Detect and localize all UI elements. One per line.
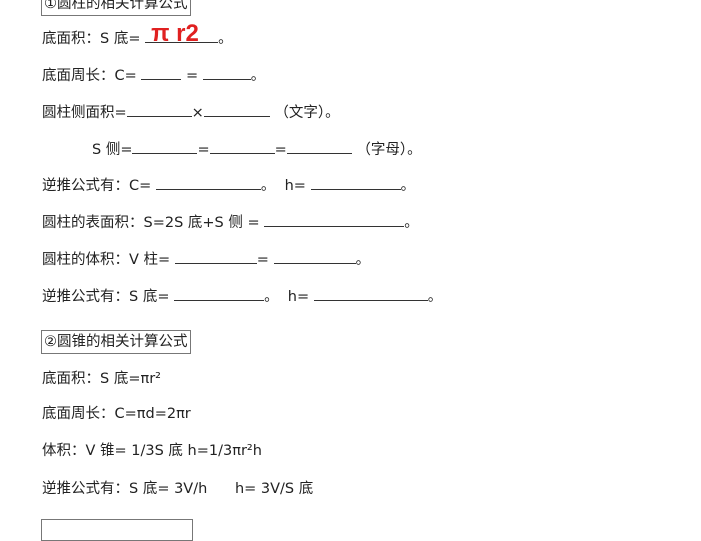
blank <box>155 175 261 190</box>
blank <box>132 139 198 154</box>
base-circumference-line: 底面周长：C= = 。 <box>42 65 265 86</box>
cone-volume: 体积：V 锥= 1/3S 底 h=1/3πr²h <box>42 443 262 459</box>
volume-line: 圆柱的体积：V 柱= = 。 <box>42 249 370 270</box>
blank <box>202 65 251 80</box>
inverse-volume-line: 逆推公式有：S 底= 。 h= 。 <box>42 286 442 307</box>
cone-inverse: 逆推公式有：S 底= 3V/h h= 3V/S 底 <box>42 481 314 497</box>
lateral-area-letters-line: S 侧=== （字母）。 <box>92 139 422 160</box>
lateral-area-words-line: 圆柱侧面积=× （文字）。 <box>42 102 340 123</box>
blank <box>209 139 275 154</box>
surface-area-line: 圆柱的表面积：S=2S 底+S 侧 = 。 <box>42 212 419 233</box>
blank <box>174 249 257 264</box>
handwritten-answer: π r2 <box>151 20 199 47</box>
cone-circumference: 底面周长：C=πd=2πr <box>42 406 191 422</box>
blank <box>313 286 428 301</box>
blank <box>174 286 265 301</box>
cone-section-header: ②圆锥的相关计算公式 <box>41 330 191 354</box>
cone-base-area: 底面积：S 底=πr² <box>42 371 161 387</box>
blank <box>310 175 401 190</box>
blank <box>141 65 182 80</box>
next-section-header-box <box>41 519 193 541</box>
inverse-formula-line: 逆推公式有：C= 。 h= 。 <box>42 175 415 196</box>
blank <box>126 102 192 117</box>
cylinder-section-header: ①圆柱的相关计算公式 <box>41 0 191 16</box>
blank <box>273 249 356 264</box>
blank: π r2 <box>145 22 219 46</box>
base-area-line: 底面积：S 底= π r2。 <box>42 20 233 48</box>
blank <box>286 139 352 154</box>
blank <box>203 102 270 117</box>
blank <box>264 212 405 227</box>
